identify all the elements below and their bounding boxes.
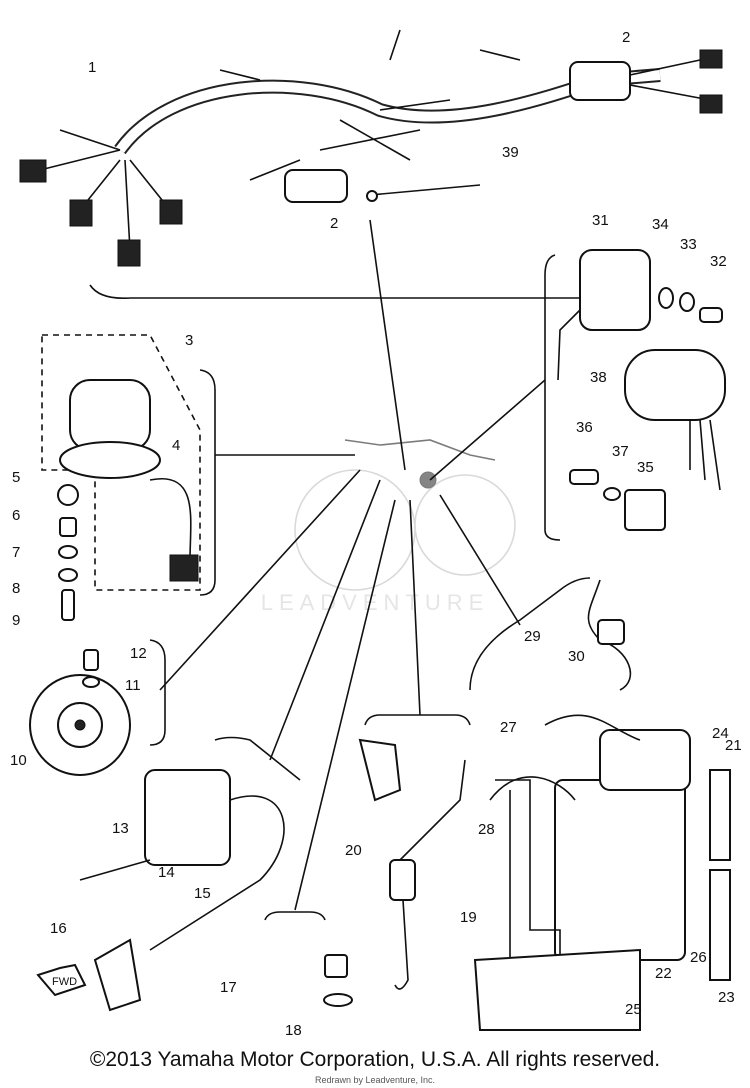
- callout-4: 4: [172, 437, 180, 454]
- callout-29: 29: [524, 628, 541, 645]
- fuse-holder: [587, 579, 632, 691]
- callout-25: 25: [625, 1001, 642, 1018]
- callout-11: 11: [125, 677, 141, 694]
- callout-21: 21: [725, 737, 742, 754]
- callout-35: 35: [637, 459, 654, 476]
- callout-2: 2: [622, 29, 630, 46]
- horn-washer: [82, 676, 100, 688]
- motorcycle-outline: [294, 439, 516, 591]
- battery: [473, 729, 691, 1031]
- callout-1: 1: [88, 59, 96, 76]
- callout-6: 6: [12, 507, 20, 524]
- bolt: [61, 589, 75, 621]
- screw-32: [699, 307, 723, 323]
- callout-18: 18: [285, 1022, 302, 1039]
- callout-31: 31: [592, 212, 609, 229]
- callout-16: 16: [50, 920, 67, 937]
- collar: [59, 517, 77, 537]
- copyright-text: ©2013 Yamaha Motor Corporation, U.S.A. A…: [89, 1048, 661, 1071]
- callout-17: 17: [220, 979, 237, 996]
- callout-33: 33: [680, 236, 697, 253]
- callout-27: 27: [500, 719, 517, 736]
- neutral-switch: [323, 954, 353, 1007]
- callout-9: 9: [12, 612, 20, 629]
- callout-19: 19: [460, 909, 477, 926]
- spark-plug-cap: [93, 938, 142, 1012]
- callout-14: 14: [158, 864, 175, 881]
- parts-diagram: FWD: [10, 29, 742, 1039]
- callout-28: 28: [478, 821, 495, 838]
- callout-39: 39: [502, 144, 519, 161]
- callout-12: 12: [130, 645, 147, 662]
- redrawn-credit: Redrawn by Leadventure, Inc.: [314, 1075, 436, 1085]
- battery-tube-2: [709, 869, 731, 981]
- callout-34: 34: [652, 216, 669, 233]
- callout-2: 2: [330, 215, 338, 232]
- fwd-arrow: [36, 963, 87, 997]
- callout-10: 10: [10, 752, 27, 769]
- battery-tube: [709, 769, 731, 861]
- grommet: [57, 484, 79, 506]
- washer-37: [603, 487, 621, 501]
- fwd-label: FWD: [52, 976, 77, 988]
- harness-bracket: [89, 279, 641, 300]
- callout-22: 22: [655, 965, 672, 982]
- condenser: [624, 349, 726, 491]
- spacer: [658, 287, 674, 309]
- callout-5: 5: [12, 469, 20, 486]
- callout-36: 36: [576, 419, 593, 436]
- ground-lead: [489, 776, 576, 801]
- callout-37: 37: [612, 443, 629, 460]
- callout-13: 13: [112, 820, 129, 837]
- lock-washer: [58, 568, 78, 582]
- screw-36: [569, 469, 599, 485]
- washer-33: [679, 292, 695, 312]
- callout-labels: 1223456789101112131415161718192021222324…: [10, 29, 742, 1039]
- callout-38: 38: [590, 369, 607, 386]
- callout-24: 24: [712, 725, 729, 742]
- switch-bracket: [199, 369, 216, 596]
- ignition-switch: [59, 379, 199, 582]
- callout-15: 15: [194, 885, 211, 902]
- callout-23: 23: [718, 989, 735, 1006]
- battery-cable: [544, 714, 641, 741]
- stop-switch: [358, 738, 466, 990]
- callout-30: 30: [568, 648, 585, 665]
- horn: [29, 674, 131, 776]
- callout-3: 3: [185, 332, 193, 349]
- flasher-relay: [557, 249, 651, 381]
- callout-26: 26: [690, 949, 707, 966]
- horn-bolt: [83, 649, 99, 671]
- washer: [58, 545, 78, 559]
- wire-harness: [19, 29, 723, 267]
- callout-8: 8: [12, 580, 20, 597]
- rectifier: [624, 489, 666, 531]
- ignition-coil: [79, 769, 285, 951]
- callout-32: 32: [710, 253, 727, 270]
- callout-20: 20: [345, 842, 362, 859]
- callout-7: 7: [12, 544, 20, 561]
